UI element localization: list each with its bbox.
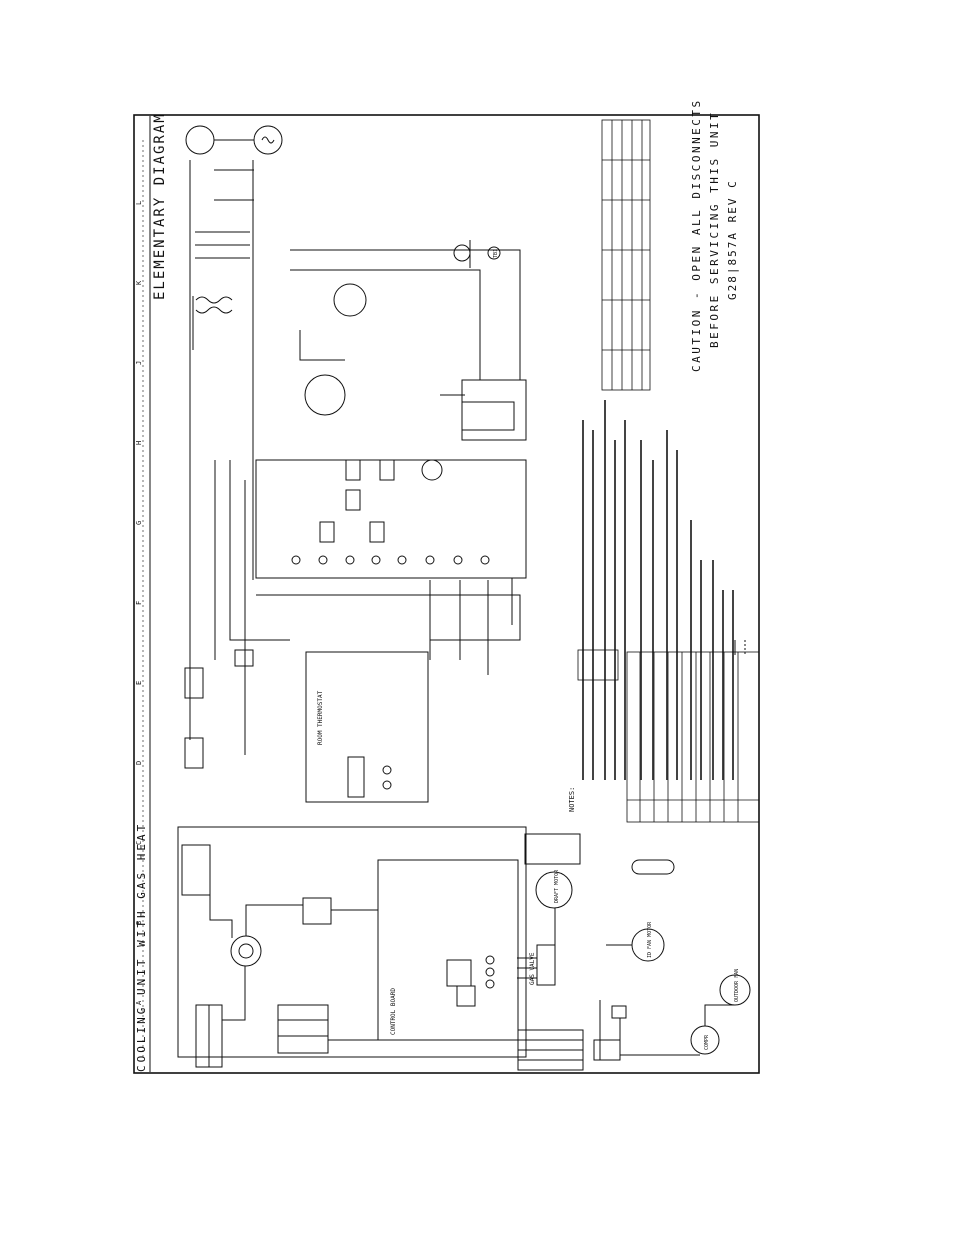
grid-col-k: K [135, 280, 143, 285]
grid-col-c: C [135, 841, 143, 845]
compressor-label: COMPR [704, 1034, 710, 1050]
grid-col-e: E [135, 681, 143, 685]
caution-line-1: CAUTION - OPEN ALL DISCONNECTS [690, 98, 703, 372]
grid-col-l: L [135, 201, 143, 205]
drawing-number: G28|857A REV C [726, 179, 739, 300]
connection-diagram [177, 826, 751, 1071]
notes-heading: NOTES: [568, 787, 576, 812]
grid-col-f: F [135, 601, 143, 605]
id-fan-motor-label: ID FAN MOTOR [647, 921, 653, 958]
gas-valve-label: GAS VALVE [529, 952, 536, 985]
elementary-diagram [184, 125, 527, 803]
terminal-block-label: TB1 [493, 249, 499, 258]
component-list-table [577, 649, 760, 823]
caution-line-2: BEFORE SERVICING THIS UNIT [708, 111, 721, 348]
temperature-controls-table [601, 119, 651, 391]
grid-col-j: J [135, 361, 143, 365]
room-thermostat-label: ROOM THERMOSTAT [317, 690, 324, 745]
sheet-border [133, 114, 760, 1074]
outdoor-fan-label: OUTDOOR FAN [734, 969, 740, 1002]
wiring-legend [734, 640, 746, 655]
grid-col-h: H [135, 441, 143, 445]
notes-block: NOTES: [568, 400, 734, 812]
left-title: COOLING UNIT WITH GAS HEAT [135, 822, 148, 1072]
grid-col-d: D [135, 761, 143, 765]
control-board-label: CONTROL BOARD [390, 988, 397, 1035]
grid-col-g: G [135, 521, 143, 525]
grid-col-a: A [135, 1000, 143, 1005]
grid-col-b: B [135, 921, 143, 925]
draft-motor-label: DRAFT MOTOR [554, 869, 560, 903]
right-title: ELEMENTARY DIAGRAM [152, 112, 168, 300]
